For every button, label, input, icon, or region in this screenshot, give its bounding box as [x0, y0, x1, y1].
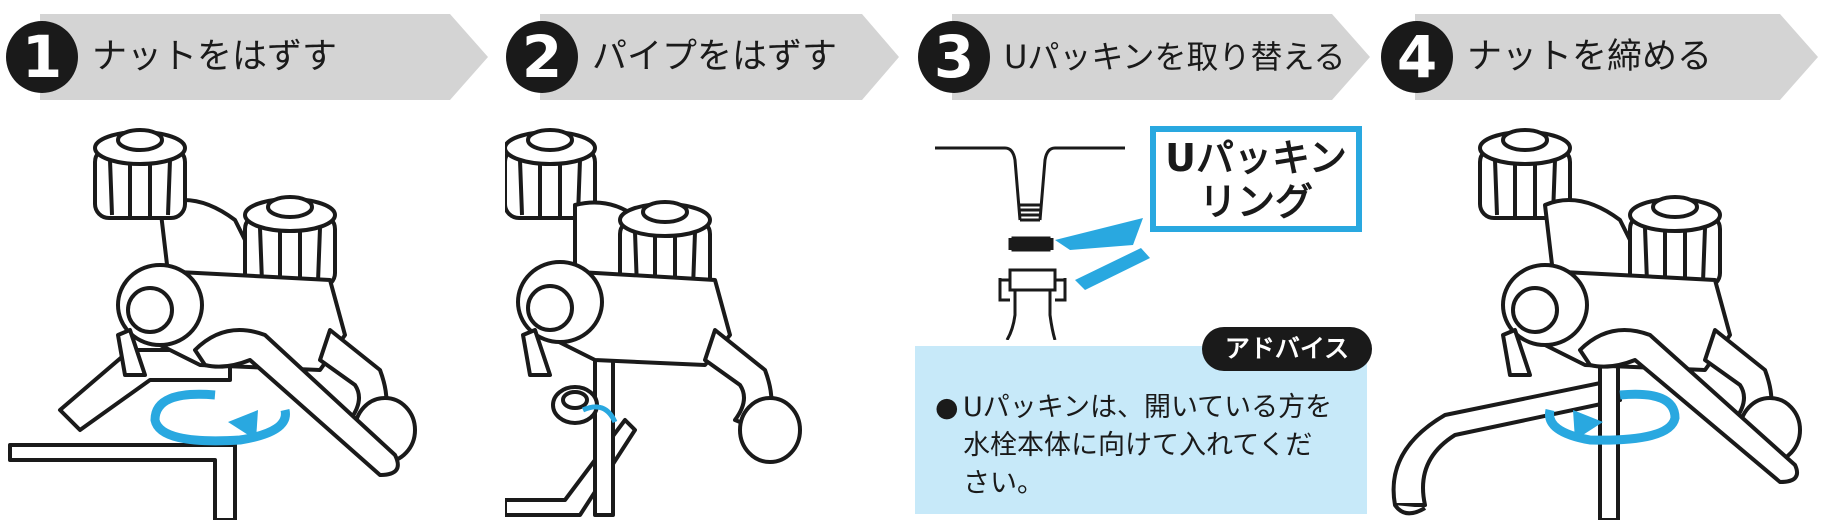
step-2-banner: 2 パイプをはずす [500, 14, 900, 100]
advice-line-2: 水栓本体に向けて入れてくだ [963, 430, 1313, 461]
step-number-badge: 3 [918, 21, 990, 93]
step-number-badge: 1 [6, 21, 78, 93]
step-title: パイプをはずす [592, 37, 838, 77]
bullet-icon: ● [935, 392, 959, 423]
step-number-badge: 2 [506, 21, 578, 93]
step-2-faucet-pipe-removed-illustration [505, 128, 802, 517]
step-3-u-packing-diagram [935, 146, 1150, 340]
step-number-badge: 4 [1381, 21, 1453, 93]
callout-label-line-1: Uパッキン [1165, 136, 1347, 180]
banner-arrow-shape [40, 14, 488, 100]
u-packing-ring-callout: Uパッキン リング [1150, 126, 1362, 232]
banner-arrow-shape [1415, 14, 1818, 100]
step-title: Uパッキンを取り替える [1004, 38, 1346, 76]
advice-box [915, 346, 1367, 514]
banner-arrow-shape [952, 14, 1370, 100]
step-title: ナットを締める [1467, 37, 1713, 77]
callout-label-line-2: リング [1198, 180, 1313, 224]
step-1-faucet-wrench-illustration [8, 128, 417, 520]
step-3-banner: 3 Uパッキンを取り替える [912, 14, 1372, 100]
step-4-faucet-tighten-illustration [1391, 128, 1802, 520]
advice-tag: アドバイス [1202, 327, 1372, 371]
step-1-banner: 1 ナットをはずす [0, 14, 490, 100]
step-title: ナットをはずす [92, 37, 338, 77]
advice-line-3: さい。 [963, 468, 1044, 499]
banner-arrow-shape [540, 14, 899, 100]
advice-line-1: Uパッキンは、開いている方を [963, 392, 1333, 423]
step-4-banner: 4 ナットを締める [1375, 14, 1820, 100]
advice-text: ●Uパッキンは、開いている方を 水栓本体に向けて入れてくだ さい。 [935, 389, 1365, 503]
